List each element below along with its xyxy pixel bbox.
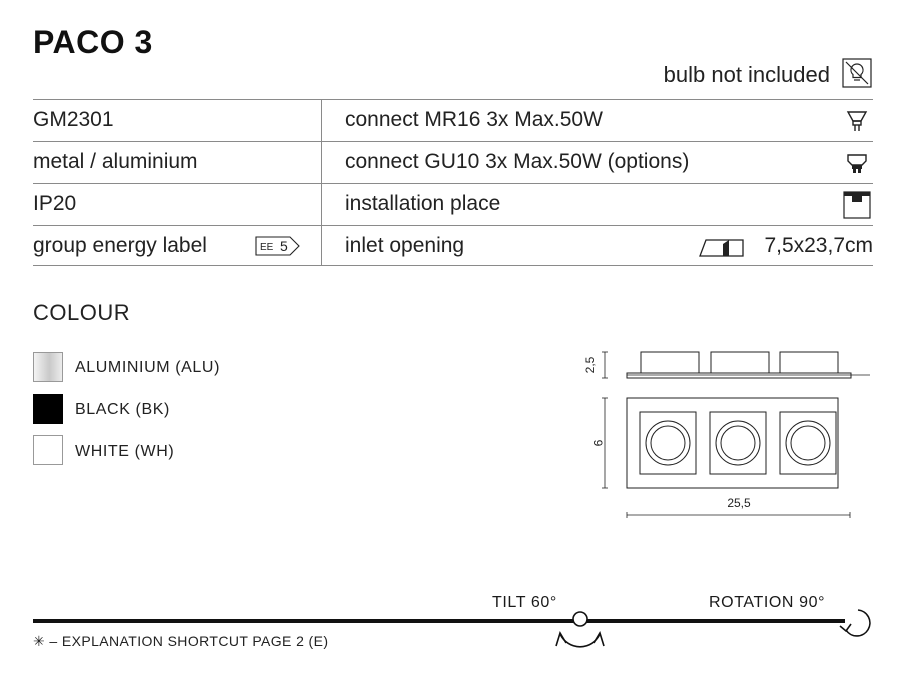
- cutout-opening-icon: [699, 239, 744, 257]
- inlet-opening-label: inlet opening: [345, 234, 465, 257]
- spec-row: group energy label EE 5 inlet opening 7,…: [33, 225, 873, 266]
- product-title: PACO 3: [33, 24, 153, 60]
- colour-swatch-white: [33, 435, 63, 465]
- material: metal / aluminium: [33, 150, 198, 173]
- mr16-bulb-icon: [846, 111, 868, 131]
- colour-heading: COLOUR: [33, 300, 131, 325]
- inlet-opening-value: 7,5x23,7cm: [764, 234, 873, 257]
- rotation-icon: [839, 609, 871, 637]
- ceiling-installation-icon: [843, 191, 871, 219]
- colour-label-black: BLACK (BK): [75, 401, 170, 418]
- bulb-not-included-icon: [842, 58, 872, 88]
- height-dimension-line: [602, 351, 608, 379]
- group-energy-label: group energy label: [33, 234, 207, 257]
- width-dimension: 25,5: [727, 496, 751, 510]
- spec-row: GM2301 connect MR16 3x Max.50W: [33, 99, 873, 141]
- depth-dimension: 9: [591, 440, 605, 447]
- gu10-connection: connect GU10 3x Max.50W (options): [345, 150, 690, 173]
- product-code: GM2301: [33, 108, 114, 131]
- installation-place: installation place: [345, 192, 501, 215]
- top-view: [626, 397, 839, 489]
- rotation-label: ROTATION 90°: [709, 594, 826, 611]
- colour-swatch-aluminium: [33, 352, 63, 382]
- side-view: [626, 351, 870, 379]
- mr16-connection: connect MR16 3x Max.50W: [345, 108, 603, 131]
- gu10-bulb-icon: [847, 154, 867, 173]
- inlet-opening-row: inlet opening 7,5x23,7cm: [345, 226, 873, 265]
- spec-table: GM2301 connect MR16 3x Max.50W metal / a…: [33, 99, 873, 266]
- tilt-icon: [555, 611, 605, 648]
- ip-rating: IP20: [33, 192, 77, 215]
- height-dimension: 2,5: [583, 356, 597, 373]
- energy-label-badge: EE 5: [255, 236, 300, 256]
- depth-dimension-line: [602, 397, 608, 489]
- bulb-not-included-note: bulb not included: [663, 62, 830, 87]
- dimension-drawing: 2,5 9 25,5: [583, 351, 870, 518]
- colour-swatch-black: [33, 394, 63, 424]
- footnote: ✳ – EXPLANATION SHORTCUT PAGE 2 (E): [33, 633, 329, 649]
- spec-row: IP20 installation place: [33, 183, 873, 225]
- energy-class: 5: [280, 238, 288, 254]
- colour-label-aluminium: ALUMINIUM (ALU): [75, 359, 221, 376]
- tilt-label: TILT 60°: [492, 594, 557, 611]
- spec-row: metal / aluminium connect GU10 3x Max.50…: [33, 141, 873, 183]
- colour-label-white: WHITE (WH): [75, 443, 175, 460]
- energy-badge-text: EE: [260, 242, 274, 253]
- bottom-divider: [33, 619, 845, 623]
- width-dimension-line: [626, 512, 851, 518]
